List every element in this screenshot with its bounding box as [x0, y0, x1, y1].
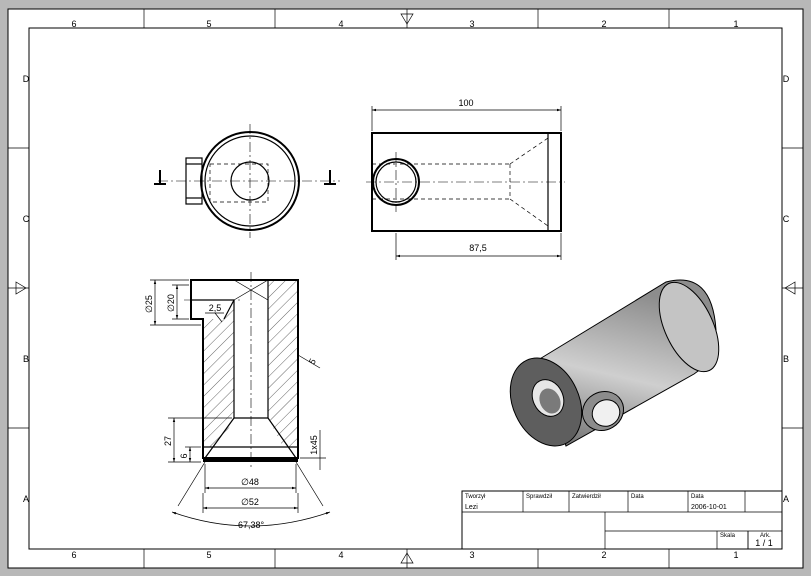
dim-100: 100: [458, 98, 473, 108]
col-label-bottom: 1: [733, 550, 738, 560]
dim-5: 5: [307, 357, 318, 366]
dim-2-5: 2,5: [209, 303, 222, 313]
tb-sheet-number: 1 / 1: [755, 538, 773, 548]
isometric-view: [509, 279, 720, 447]
tb-label-zatwierdzil: Zatwierdził: [572, 494, 601, 500]
col-label-bottom: 3: [469, 550, 474, 560]
col-label-top: 6: [71, 19, 76, 29]
dim-87-5: 87,5: [469, 243, 487, 253]
tb-author: Lezi: [465, 504, 478, 511]
tb-label-tworzyl: Tworzył: [465, 494, 486, 500]
col-label-bottom: 5: [206, 550, 211, 560]
tb-date: 2006-10-01: [691, 504, 727, 511]
row-label-right: B: [783, 354, 789, 364]
row-label-left: A: [23, 494, 29, 504]
zone-ticks: [8, 9, 803, 568]
col-label-top: 4: [338, 19, 343, 29]
row-label-right: D: [783, 74, 790, 84]
dim-dia48: ∅48: [241, 477, 259, 487]
drawing-frame: [28, 27, 783, 550]
zone-labels: 6 5 4 3 2 1 6 5 4 3 2 1 D C B A D C B A: [23, 19, 790, 560]
col-label-bottom: 4: [338, 550, 343, 560]
title-block: Tworzył Sprawdził Zatwierdził Data Data …: [461, 490, 783, 550]
col-label-top: 2: [601, 19, 606, 29]
row-label-right: A: [783, 494, 789, 504]
row-label-left: B: [23, 354, 29, 364]
col-label-bottom: 2: [601, 550, 606, 560]
row-label-right: C: [783, 214, 790, 224]
dim-dia25: ∅25: [144, 295, 154, 313]
tb-label-data1: Data: [631, 494, 644, 500]
row-label-left: C: [23, 214, 30, 224]
section-view: ∅25 ∅20 2,5 5 27 6 1x45 ∅48 ∅52: [144, 272, 331, 530]
col-label-top: 5: [206, 19, 211, 29]
center-marks: [8, 9, 803, 568]
col-label-bottom: 6: [71, 550, 76, 560]
col-label-top: 1: [733, 19, 738, 29]
dim-dia52: ∅52: [241, 497, 259, 507]
dim-angle: 67,38°: [238, 520, 265, 530]
side-view: 100 87,5: [366, 98, 565, 260]
tb-label-arkusz: Ark.: [760, 533, 771, 539]
dim-6: 6: [179, 453, 189, 458]
end-view: [154, 124, 340, 238]
tb-label-data2: Data: [691, 494, 704, 500]
row-label-left: D: [23, 74, 30, 84]
dim-1x45: 1x45: [309, 435, 319, 455]
tb-label-skala: Skala: [720, 533, 736, 539]
tb-label-sprawdzil: Sprawdził: [526, 494, 553, 500]
dim-27: 27: [163, 436, 173, 446]
dim-dia20: ∅20: [166, 294, 176, 312]
col-label-top: 3: [469, 19, 474, 29]
